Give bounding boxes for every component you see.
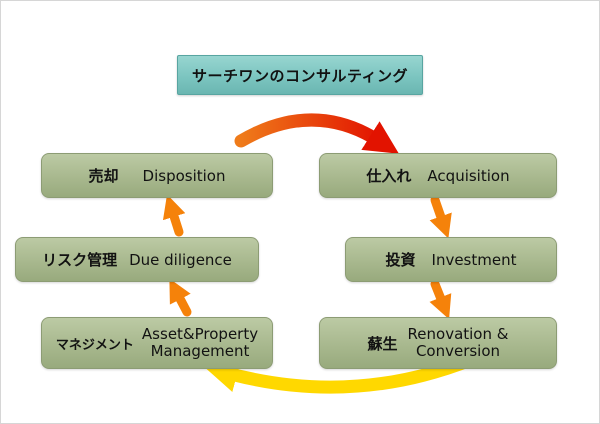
node-acquisition-en: Acquisition (427, 166, 510, 185)
diagram-title: サーチワンのコンサルティング (177, 55, 423, 95)
node-due-diligence: リスク管理 Due diligence (15, 237, 259, 282)
node-renovation-en-line2: Conversion (415, 342, 501, 360)
node-due-diligence-jp: リスク管理 (42, 251, 118, 269)
node-acquisition-jp: 仕入れ (366, 167, 412, 185)
diagram-title-label: サーチワンのコンサルティング (191, 66, 409, 85)
node-investment-en: Investment (431, 250, 517, 269)
node-management-jp: マネジメント (55, 337, 134, 353)
node-disposition-en: Disposition (142, 166, 226, 185)
node-management-en-line2: Management (150, 342, 250, 360)
node-renovation-jp: 蘇生 (367, 334, 398, 353)
arrow-duediligence-to-disposition (162, 194, 186, 237)
node-management-en-line1: Asset&Property (141, 324, 259, 343)
node-due-diligence-en: Due diligence (129, 250, 232, 269)
node-renovation-en-line1: Renovation & (407, 324, 509, 343)
cycle-arrow-top (234, 113, 399, 154)
node-renovation: 蘇生 Renovation &Conversion (319, 317, 557, 369)
arrow-acquisition-to-investment (429, 195, 452, 239)
arrow-investment-to-renovation (429, 279, 452, 320)
node-acquisition: 仕入れ Acquisition (319, 153, 557, 198)
arrow-management-to-duediligence (169, 278, 192, 317)
node-disposition-jp: 売却 (88, 167, 119, 185)
node-investment: 投資 Investment (345, 237, 557, 282)
node-renovation-en: Renovation &Conversion (407, 324, 509, 361)
node-investment-jp: 投資 (385, 251, 416, 269)
node-disposition: 売却 Disposition (41, 153, 273, 198)
